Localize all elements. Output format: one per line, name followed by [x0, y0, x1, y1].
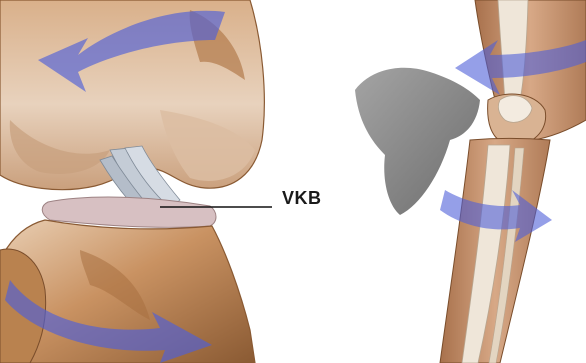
- raised-foot: [355, 68, 480, 215]
- knee-joint-closeup: [0, 0, 272, 363]
- leg-illustration: [355, 0, 586, 363]
- vkb-label: VKB: [282, 188, 322, 209]
- tibial-cartilage: [42, 197, 216, 227]
